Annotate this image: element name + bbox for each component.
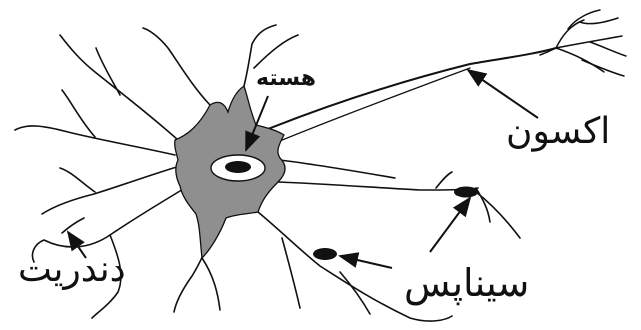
axon-terminal [540,10,626,76]
synapse-arrow [430,198,470,252]
synapse-arrow [340,256,392,268]
dendrite-branch [278,182,478,190]
nucleolus [225,161,251,173]
terminal-branch [590,42,626,56]
dendrite-branch [42,166,180,214]
terminal-branch [556,36,622,48]
dendrite-branch [60,35,178,140]
dendrite-label: دندریت [18,252,126,288]
terminal-branch [580,18,618,24]
nucleus [211,155,265,181]
dendrite-branch [280,160,395,178]
synaptic-knob [454,187,478,198]
dendrite-branch [62,90,95,137]
dendrite-branch [143,28,210,105]
dendrite-branch [62,218,84,233]
label-arrows [68,70,538,268]
dendrite-branch [254,35,298,68]
synaptic-knob [313,248,337,260]
dendrite-branch [340,272,370,314]
terminal-branch [556,48,604,72]
dendrite-branch [282,238,300,308]
dendrite-branch [436,172,452,188]
dendrite-branch [96,48,120,95]
nucleus-label: هسته [256,68,316,90]
dendrite-branch [202,258,220,310]
dendrite-branch [15,126,175,155]
synapse-label: سیناپس [404,264,529,302]
terminal-branch [582,60,624,76]
dendrite-branch [60,168,95,192]
axon-label: اکسون [506,114,610,150]
